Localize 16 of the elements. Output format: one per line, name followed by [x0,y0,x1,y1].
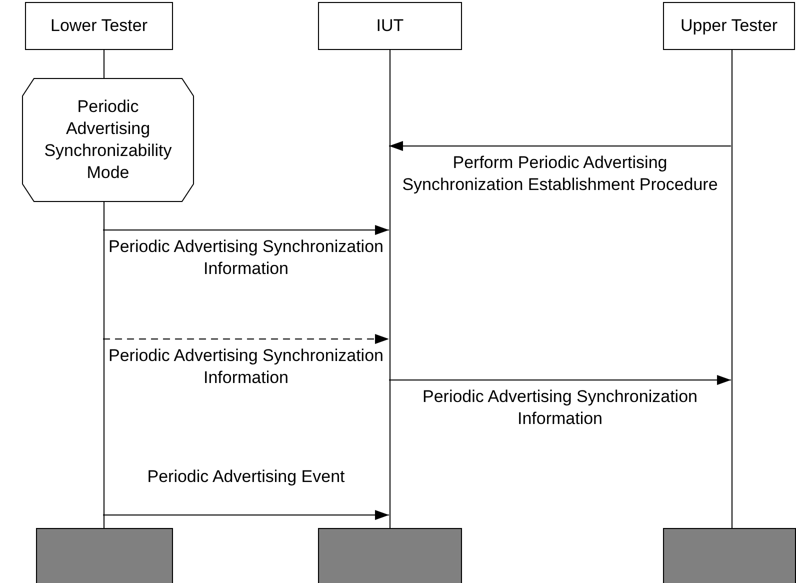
participant-label: IUT [376,15,404,37]
message-arrow [102,334,390,344]
message-label: Periodic Advertising Event [146,466,346,488]
lifeline-end-block [36,528,173,583]
lifeline-end-block [318,528,462,583]
lifeline-end-block [663,528,796,583]
message-arrow [388,375,732,385]
participant-label: Lower Tester [50,15,148,37]
message-label: Periodic Advertising Synchronization Information [108,345,384,389]
participant-label: Upper Tester [680,15,778,37]
message-arrow [388,141,732,151]
message-arrow [102,225,390,235]
message-arrow [102,510,390,520]
message-label: Periodic Advertising Synchronization Information [108,236,384,280]
message-label: Perform Periodic Advertising Synchronization Establishment Procedure [401,152,719,196]
message-label: Periodic Advertising Synchronization Information [422,386,698,430]
